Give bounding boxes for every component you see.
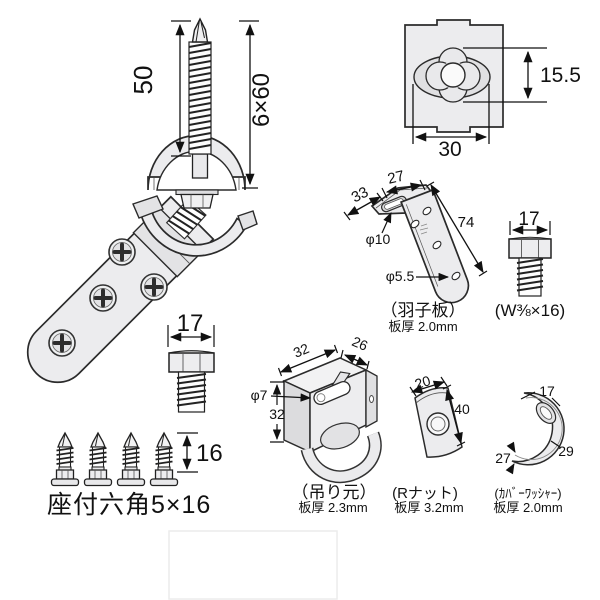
hex-bolt: 17 bbox=[167, 310, 215, 413]
dim-label-tm32-left: 32 bbox=[269, 406, 285, 422]
r-nut-label: (Rナット) bbox=[392, 485, 458, 502]
hanger-base-thickness: 板厚 2.3mm bbox=[298, 500, 367, 515]
dim-label-cw29: 29 bbox=[558, 443, 574, 459]
hagoita-thickness: 板厚 2.0mm bbox=[388, 319, 457, 334]
hex-screws-label: 座付六角5×16 bbox=[47, 491, 211, 519]
dim-label-w17: 17 bbox=[518, 209, 539, 230]
stamp-marks bbox=[419, 223, 429, 235]
hagoita-slot bbox=[381, 195, 407, 213]
hanger-base: 32 26 φ7 32 （吊り元） 板厚 2.3mm bbox=[251, 333, 382, 515]
hex-nut bbox=[175, 189, 219, 209]
dim-label-74: 74 bbox=[458, 214, 475, 231]
dim-label-33: 33 bbox=[349, 184, 372, 207]
dim-label-15-5: 15.5 bbox=[540, 64, 581, 87]
main-screw bbox=[188, 17, 212, 179]
dim-label-bolt-17: 17 bbox=[177, 310, 204, 337]
cover-washer: 17 29 27 (ｶﾊﾞｰﾜｯｼｬｰ) 板厚 2.0mm bbox=[493, 383, 574, 515]
w-bolt: 17 (W⅜×16) bbox=[495, 209, 565, 320]
hanger-base-label: （吊り元） bbox=[292, 483, 377, 502]
faint-watermark-box bbox=[168, 530, 338, 600]
dim-label-rn20: 20 bbox=[413, 372, 433, 392]
dim-label-phi5-5: φ5.5 bbox=[386, 268, 415, 284]
clover-hole bbox=[425, 47, 481, 103]
r-nut: 20 40 (Rナット) 板厚 3.2mm bbox=[392, 372, 470, 515]
dim-label-50: 50 bbox=[128, 66, 158, 95]
dim-screw-50: 50 bbox=[128, 20, 191, 157]
square-plate: 15.5 30 bbox=[404, 19, 581, 161]
dim-label-tm26: 26 bbox=[350, 333, 371, 354]
dim-label-cw17: 17 bbox=[539, 383, 555, 399]
swivel-fork bbox=[132, 195, 258, 257]
hagoita-bracket: 33 27 74 φ10 φ5.5 （羽子板） 板厚 2.0mm bbox=[343, 167, 488, 334]
dim-label-tm32-top: 32 bbox=[291, 340, 312, 361]
hex-screws-set: 16 座付六角5×16 bbox=[47, 432, 223, 519]
dim-screw-6x60: 6×60 bbox=[239, 20, 275, 189]
dim-label-cw27: 27 bbox=[495, 450, 511, 466]
w-bolt-label: (W⅜×16) bbox=[495, 301, 565, 320]
dim-label-30: 30 bbox=[438, 138, 461, 161]
dim-label-6x60: 6×60 bbox=[248, 73, 275, 127]
cover-washer-label: (ｶﾊﾞｰﾜｯｼｬｰ) bbox=[494, 486, 561, 501]
dim-label-rn40: 40 bbox=[454, 401, 470, 417]
r-nut-thickness: 板厚 3.2mm bbox=[394, 500, 463, 515]
cover-washer-thickness: 板厚 2.0mm bbox=[493, 500, 562, 515]
hagoita-label: （羽子板） bbox=[381, 301, 466, 320]
dim-label-phi7: φ7 bbox=[251, 387, 268, 403]
swivel-hanger-assembly: 50 6×60 bbox=[26, 17, 275, 384]
dim-label-16: 16 bbox=[196, 440, 223, 467]
threaded-stub bbox=[165, 198, 207, 240]
washer-slot bbox=[535, 402, 557, 424]
dim-label-27: 27 bbox=[386, 167, 406, 187]
keyhole-slot bbox=[313, 371, 351, 406]
dim-label-phi10: φ10 bbox=[366, 231, 391, 247]
